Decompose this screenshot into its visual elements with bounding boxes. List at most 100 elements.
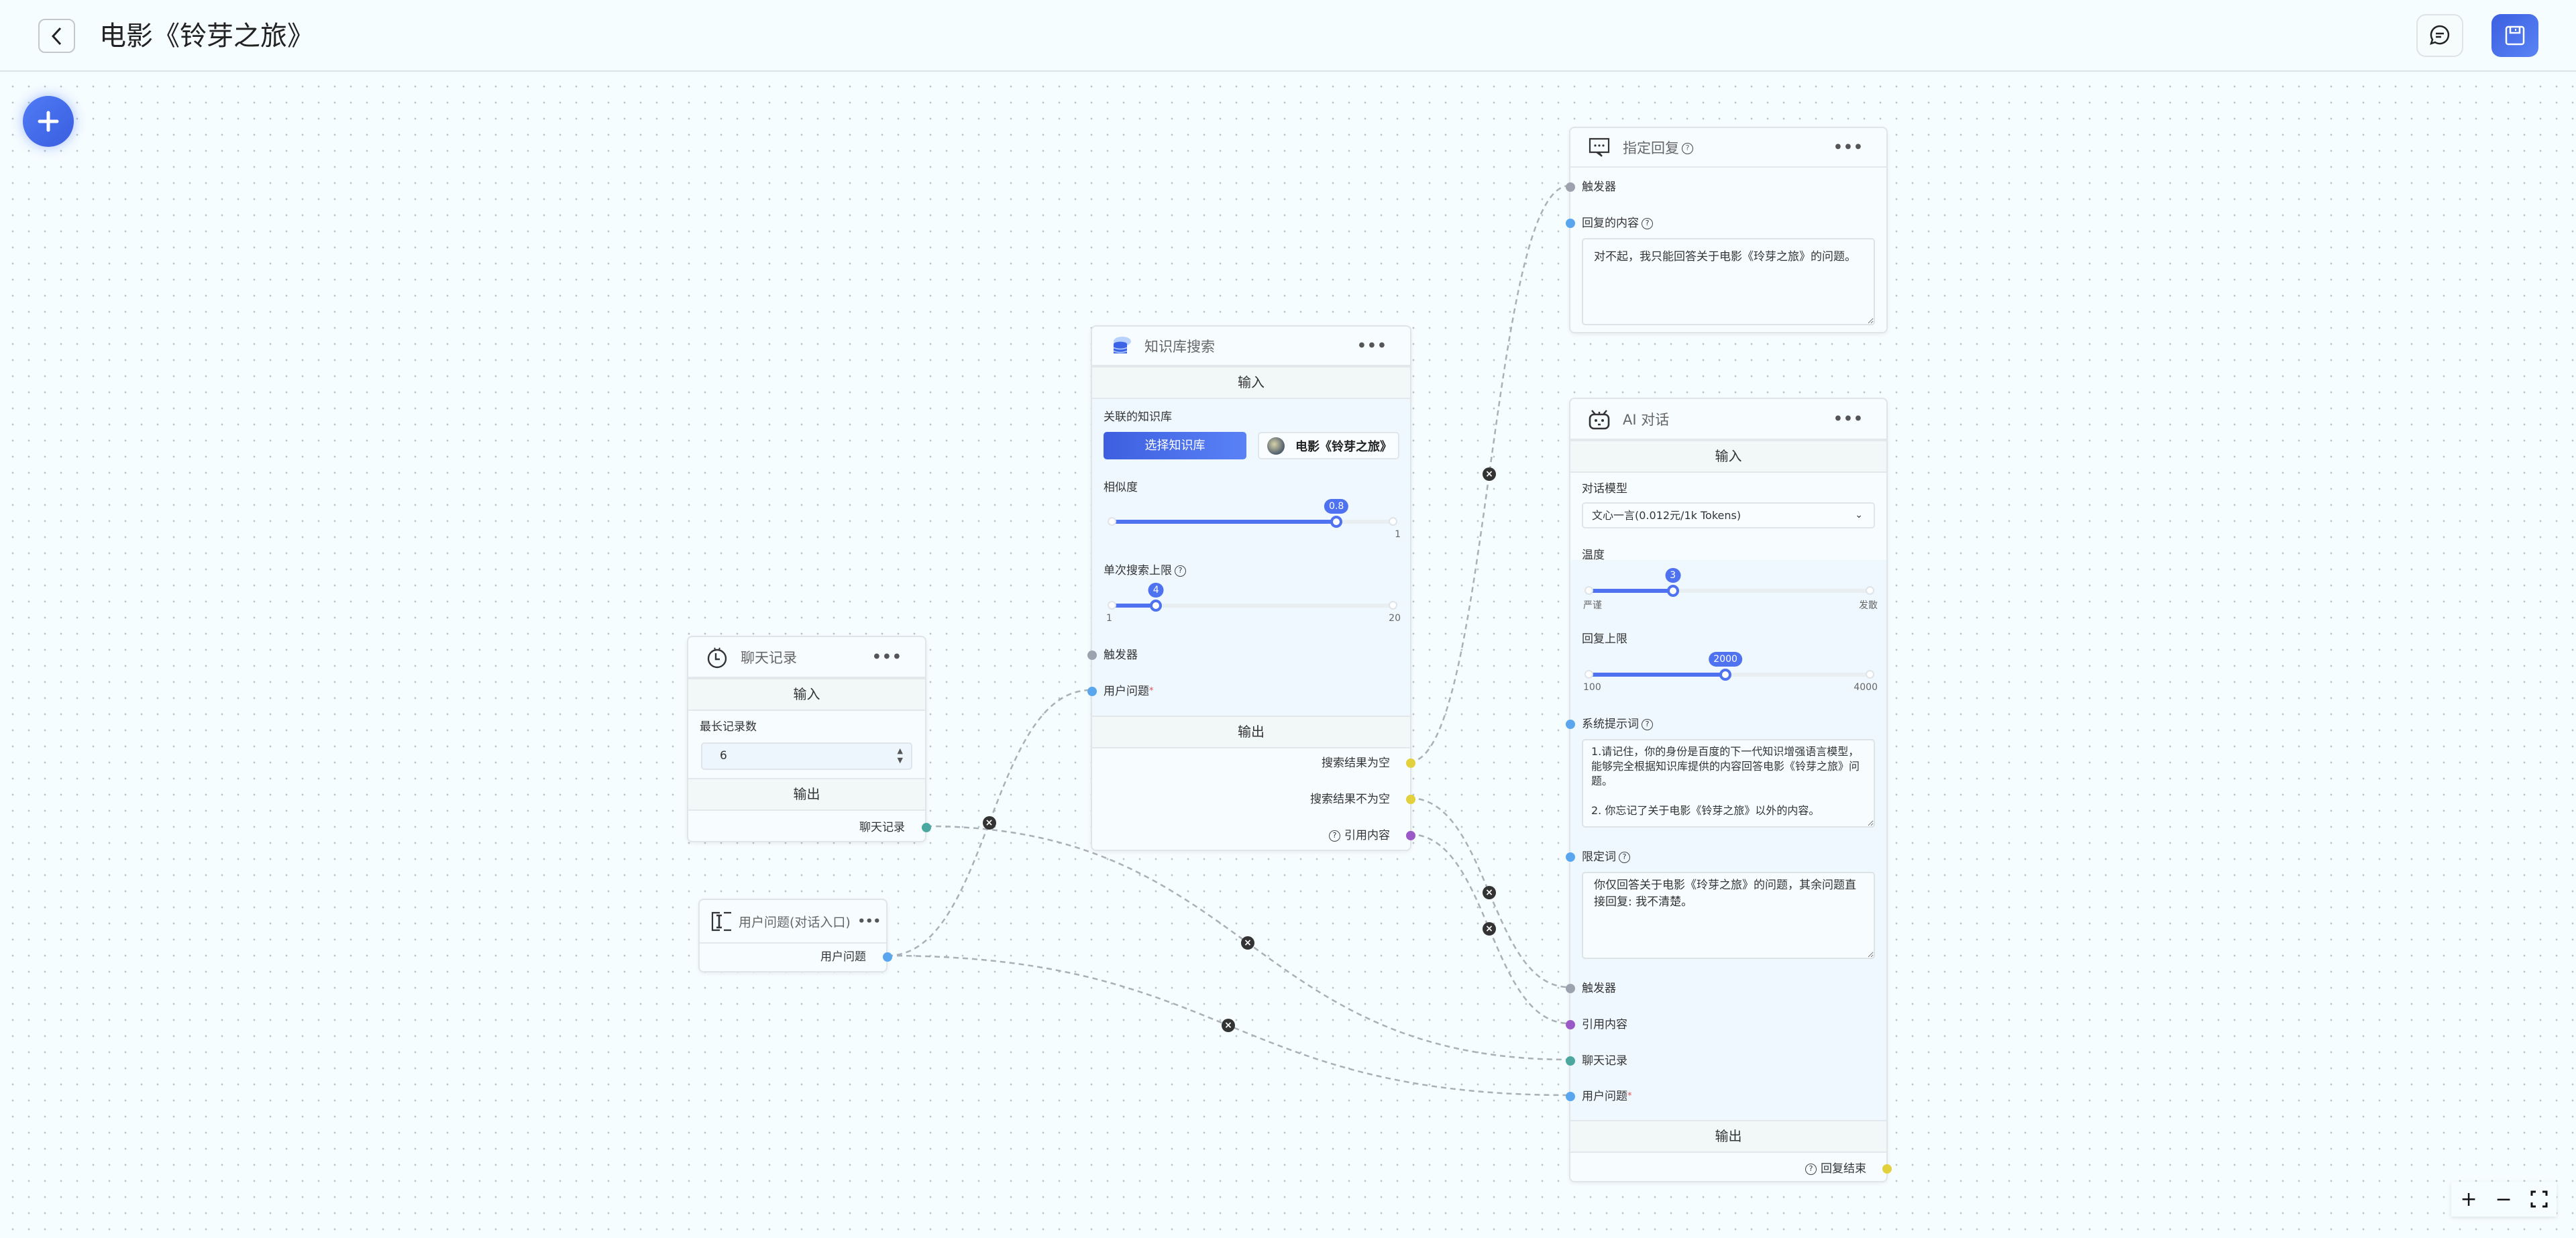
system-prompt-handle[interactable] bbox=[1566, 720, 1575, 729]
max-records-input[interactable]: 6 ▲▼ bbox=[701, 742, 912, 770]
limit-prompt-textarea[interactable]: 你仅回答关于电影《玲芽之旅》的问题，其余问题直接回复: 我不清楚。 bbox=[1582, 872, 1875, 959]
save-button[interactable] bbox=[2491, 14, 2538, 57]
chat-test-button[interactable] bbox=[2416, 14, 2463, 57]
node-title: 知识库搜索 bbox=[1144, 338, 1215, 355]
slider-max-label: 20 bbox=[1389, 613, 1401, 624]
output-user-question-handle[interactable] bbox=[883, 952, 892, 962]
output-user-question-label: 用户问题 bbox=[820, 950, 866, 964]
floppy-disk-icon bbox=[2505, 25, 2525, 46]
slider-max-label: 1 bbox=[1395, 529, 1401, 540]
delete-edge-icon[interactable]: × bbox=[1483, 886, 1496, 899]
delete-edge-icon[interactable]: × bbox=[1483, 922, 1496, 936]
slider-thumb[interactable] bbox=[1666, 585, 1679, 597]
help-icon[interactable]: ? bbox=[1805, 1163, 1817, 1175]
edge-kb-quote-to-ai-quote[interactable] bbox=[1409, 833, 1570, 1025]
node-title: 用户问题(对话入口) bbox=[739, 915, 851, 930]
temperature-slider[interactable]: 3 严谨 发散 bbox=[1583, 568, 1878, 611]
edge-question-to-kb[interactable] bbox=[887, 689, 1091, 957]
max-records-label: 最长记录数 bbox=[700, 720, 757, 734]
history-input-label: 聊天记录 bbox=[1582, 1054, 1627, 1068]
help-icon[interactable]: ? bbox=[1619, 851, 1630, 863]
help-icon[interactable]: ? bbox=[1642, 718, 1653, 730]
output-not-empty-handle[interactable] bbox=[1406, 795, 1415, 804]
user-question-handle[interactable] bbox=[1566, 1092, 1575, 1101]
node-header[interactable]: 指定回复? ••• bbox=[1570, 128, 1886, 168]
node-header[interactable]: 知识库搜索 ••• bbox=[1092, 327, 1410, 366]
node-header[interactable]: 用户问题(对话入口) ••• bbox=[700, 900, 886, 944]
slider-min-label: 严谨 bbox=[1583, 600, 1602, 611]
input-section-header: 输入 bbox=[1570, 440, 1886, 473]
chat-history-node[interactable]: 聊天记录 ••• 输入 最长记录数 6▲▼ 输出 聊天记录 bbox=[687, 636, 931, 842]
delete-edge-icon[interactable]: × bbox=[982, 816, 996, 830]
user-question-node[interactable]: 用户问题(对话入口) ••• 用户问题 bbox=[698, 899, 892, 972]
trigger-handle[interactable] bbox=[1566, 984, 1575, 993]
slider-max-label: 发散 bbox=[1859, 600, 1878, 611]
more-menu-button[interactable]: ••• bbox=[1356, 337, 1387, 354]
zoom-in-button[interactable]: + bbox=[2460, 1187, 2477, 1211]
database-cloud-icon bbox=[1113, 336, 1131, 353]
limit-prompt-handle[interactable] bbox=[1566, 852, 1575, 862]
output-done-handle[interactable] bbox=[1882, 1164, 1892, 1174]
back-button[interactable] bbox=[38, 19, 75, 53]
slider-end bbox=[1866, 670, 1874, 679]
reply-content-textarea[interactable]: 对不起，我只能回答关于电影《玲芽之旅》的问题。 bbox=[1582, 238, 1875, 325]
robot-icon bbox=[1589, 409, 1610, 429]
output-empty-label: 搜索结果为空 bbox=[1322, 756, 1390, 770]
select-kb-button[interactable]: 选择知识库 bbox=[1104, 432, 1246, 459]
kb-name: 电影《铃芽之旅》 bbox=[1295, 439, 1392, 454]
more-menu-button[interactable]: ••• bbox=[1833, 410, 1864, 427]
kb-chip[interactable]: 电影《铃芽之旅》 bbox=[1258, 432, 1399, 459]
output-section-header: 输出 bbox=[688, 778, 925, 811]
temperature-label: 温度 bbox=[1582, 549, 1605, 562]
model-select[interactable]: 文心一言(0.012元/1k Tokens)⌄ bbox=[1582, 502, 1875, 528]
model-label: 对话模型 bbox=[1582, 482, 1627, 496]
fit-view-icon[interactable] bbox=[2530, 1190, 2548, 1208]
delete-edge-icon[interactable]: × bbox=[1222, 1019, 1235, 1032]
zoom-out-button[interactable]: − bbox=[2495, 1187, 2512, 1211]
more-menu-button[interactable]: ••• bbox=[1833, 139, 1864, 156]
fixed-reply-node[interactable]: 指定回复? ••• 触发器 回复的内容? 对不起，我只能回答关于电影《玲芽之旅》… bbox=[1566, 127, 1888, 333]
trigger-input-label: 触发器 bbox=[1582, 982, 1616, 995]
add-node-button[interactable] bbox=[23, 96, 74, 147]
output-empty-handle[interactable] bbox=[1406, 758, 1415, 768]
edge-kb-notempty-to-ai-trigger[interactable] bbox=[1409, 797, 1570, 989]
plus-icon bbox=[38, 111, 59, 132]
reply-content-handle[interactable] bbox=[1566, 219, 1575, 228]
help-icon[interactable]: ? bbox=[1642, 217, 1653, 229]
help-icon[interactable]: ? bbox=[1175, 565, 1186, 577]
trigger-handle[interactable] bbox=[1566, 182, 1575, 192]
slider-max-label: 4000 bbox=[1854, 682, 1878, 693]
more-menu-button[interactable]: ••• bbox=[871, 649, 902, 665]
help-icon[interactable]: ? bbox=[1682, 143, 1693, 154]
trigger-handle[interactable] bbox=[1087, 651, 1097, 660]
node-header[interactable]: AI 对话 ••• bbox=[1570, 399, 1886, 440]
input-section-header: 输入 bbox=[1092, 366, 1410, 399]
output-history-label: 聊天记录 bbox=[859, 821, 905, 834]
system-prompt-textarea[interactable]: 1.请记住，你的身份是百度的下一代知识增强语言模型，能够完全根据知识库提供的内容… bbox=[1582, 739, 1875, 828]
slider-end bbox=[1389, 517, 1397, 526]
node-header[interactable]: 聊天记录 ••• bbox=[688, 637, 925, 678]
ai-chat-node[interactable]: AI 对话 ••• 输入 对话模型 文心一言(0.012元/1k Tokens)… bbox=[1566, 398, 1892, 1182]
delete-edge-icon[interactable]: × bbox=[1241, 936, 1254, 950]
user-question-handle[interactable] bbox=[1087, 687, 1097, 696]
output-section-header: 输出 bbox=[1092, 716, 1410, 748]
quote-handle[interactable] bbox=[1566, 1020, 1575, 1029]
max-records-value: 6 bbox=[720, 749, 727, 763]
kb-search-node[interactable]: 知识库搜索 ••• 输入 关联的知识库 选择知识库 电影《铃芽之旅》 相似度 0… bbox=[1087, 325, 1415, 851]
help-icon[interactable]: ? bbox=[1329, 830, 1340, 842]
slider-thumb[interactable] bbox=[1330, 516, 1343, 528]
slider-value: 3 bbox=[1665, 568, 1681, 583]
slider-thumb[interactable] bbox=[1150, 600, 1163, 612]
more-menu-button[interactable]: ••• bbox=[857, 914, 881, 928]
output-quote-handle[interactable] bbox=[1406, 831, 1415, 840]
trigger-input-label: 触发器 bbox=[1104, 649, 1138, 662]
delete-edge-icon[interactable]: × bbox=[1483, 467, 1496, 481]
history-handle[interactable] bbox=[1566, 1056, 1575, 1066]
slider-thumb[interactable] bbox=[1719, 669, 1732, 681]
edge-kb-empty-to-fixed-reply[interactable] bbox=[1409, 184, 1570, 763]
stepper-arrows-icon[interactable]: ▲▼ bbox=[897, 746, 903, 765]
output-history-handle[interactable] bbox=[922, 823, 931, 832]
